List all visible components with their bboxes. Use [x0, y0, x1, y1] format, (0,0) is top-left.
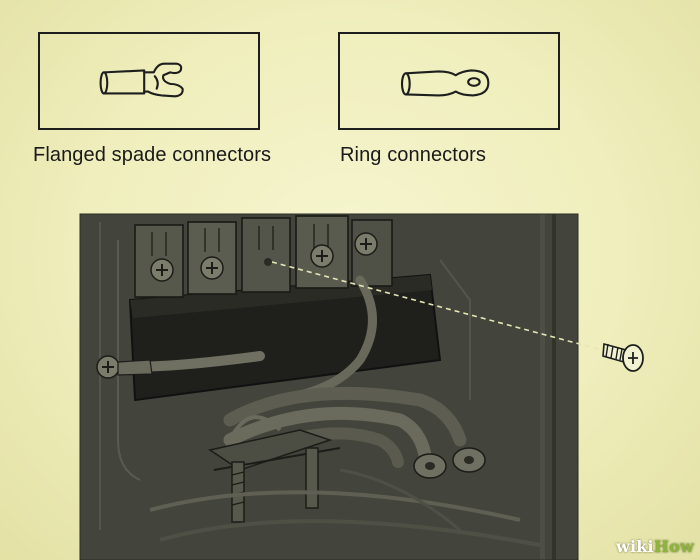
ring-connector-panel — [338, 32, 560, 130]
screw-guide-line — [271, 261, 603, 351]
screw-icon — [602, 342, 644, 372]
ring-connectors-caption: Ring connectors — [340, 144, 487, 166]
terminal-block-photo — [80, 214, 578, 560]
ring-connector-icon — [400, 69, 490, 97]
wikihow-watermark: wikiHow — [616, 537, 694, 556]
spade-connector-panel — [38, 32, 260, 130]
terminal-screws — [96, 232, 378, 379]
ring-lugs — [413, 447, 486, 479]
watermark-part-how: How — [653, 537, 694, 556]
spade-connectors-caption: Flanged spade connectors — [33, 144, 272, 166]
flanged-spade-connector-icon — [99, 62, 184, 98]
watermark-part-wiki: wiki — [616, 537, 654, 556]
